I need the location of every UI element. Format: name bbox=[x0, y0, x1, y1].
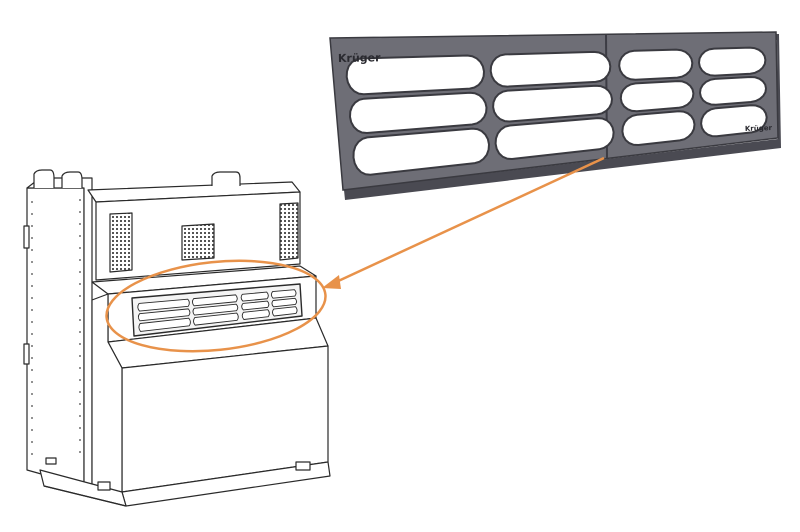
unit-grille-slot bbox=[138, 317, 191, 332]
lifting-ear-right bbox=[211, 171, 241, 186]
callout-highlight-ellipse bbox=[105, 259, 327, 353]
rivet bbox=[79, 331, 81, 333]
lifting-ear-left bbox=[33, 169, 55, 188]
cabinet-rivets bbox=[31, 199, 81, 455]
rivet bbox=[31, 429, 33, 431]
unit-grille-slot bbox=[193, 312, 239, 326]
grille-slot bbox=[492, 84, 614, 123]
unit-grille-slot bbox=[270, 289, 297, 299]
unit-grille-slots bbox=[137, 289, 298, 332]
rivet bbox=[31, 285, 33, 287]
rivet bbox=[31, 237, 33, 239]
callout-arrowhead bbox=[322, 275, 341, 289]
unit-grille-slot bbox=[241, 300, 270, 311]
cabinet-unit-illustration bbox=[23, 169, 331, 507]
base-line bbox=[43, 485, 127, 507]
rivet bbox=[31, 333, 33, 335]
rivet bbox=[31, 297, 33, 299]
rivet bbox=[79, 271, 81, 273]
grille-slot bbox=[700, 104, 768, 138]
rivet bbox=[31, 225, 33, 227]
grille-slot bbox=[621, 110, 696, 147]
rivet bbox=[31, 261, 33, 263]
rivet bbox=[79, 403, 81, 405]
grille-slot bbox=[619, 80, 695, 113]
foot-slot-2 bbox=[97, 481, 111, 491]
rivet bbox=[31, 201, 33, 203]
top-fan-mesh bbox=[181, 223, 215, 261]
grille-slot bbox=[494, 117, 615, 161]
grille-slots bbox=[345, 46, 768, 176]
grille-slot bbox=[697, 46, 767, 77]
grille-slot bbox=[618, 48, 694, 81]
rivet bbox=[79, 259, 81, 261]
grille-logo-text: Krüger bbox=[338, 51, 381, 65]
rivet bbox=[31, 321, 33, 323]
unit-grille-slot bbox=[272, 306, 298, 317]
unit-grille-slot bbox=[241, 309, 270, 320]
rivet bbox=[79, 223, 81, 225]
rivet bbox=[79, 343, 81, 345]
callout-arrow-line bbox=[333, 156, 605, 285]
foot-slot-3 bbox=[295, 461, 311, 471]
rivet bbox=[31, 249, 33, 251]
grille-slot bbox=[489, 50, 612, 88]
rivet bbox=[31, 417, 33, 419]
rivet bbox=[79, 235, 81, 237]
unit-grille-slot bbox=[192, 303, 239, 316]
rivet bbox=[31, 213, 33, 215]
rivet bbox=[31, 393, 33, 395]
side-latch-top bbox=[23, 225, 30, 249]
rivet bbox=[31, 381, 33, 383]
top-mesh-right bbox=[279, 202, 299, 261]
rivet bbox=[79, 247, 81, 249]
rivet bbox=[79, 319, 81, 321]
foot-slot-1 bbox=[45, 457, 57, 465]
unit-grille-slot bbox=[191, 294, 238, 307]
rivet bbox=[31, 369, 33, 371]
rivet bbox=[79, 415, 81, 417]
top-mesh-left bbox=[109, 212, 133, 273]
grille-slot bbox=[348, 91, 488, 135]
unit-grille-slot bbox=[240, 291, 269, 302]
rivet bbox=[31, 357, 33, 359]
grille-panel-edge bbox=[330, 34, 781, 200]
lifting-ear-left-2 bbox=[61, 171, 83, 188]
rivet bbox=[79, 283, 81, 285]
unit-grille-slot bbox=[271, 297, 298, 308]
rivet bbox=[31, 453, 33, 455]
rivet bbox=[79, 355, 81, 357]
rivet bbox=[79, 427, 81, 429]
rivet bbox=[31, 441, 33, 443]
rivet bbox=[79, 451, 81, 453]
rivet bbox=[79, 367, 81, 369]
cabinet-left-side-front bbox=[26, 187, 85, 487]
grille-panel-detail: Krüger Krüger bbox=[329, 31, 781, 200]
rivet bbox=[79, 295, 81, 297]
side-latch-bottom bbox=[23, 343, 30, 365]
rivet bbox=[31, 309, 33, 311]
rivet bbox=[31, 273, 33, 275]
rivet bbox=[79, 391, 81, 393]
rivet bbox=[79, 379, 81, 381]
rivet bbox=[31, 345, 33, 347]
callout-arrow bbox=[322, 156, 605, 289]
rivet bbox=[79, 307, 81, 309]
grille-slot bbox=[698, 75, 768, 106]
unit-grille-slot bbox=[137, 308, 191, 322]
rivet bbox=[79, 439, 81, 441]
rivet bbox=[79, 199, 81, 201]
grille-logo-text-small: Krüger bbox=[745, 124, 773, 133]
grille-slot bbox=[352, 127, 491, 176]
rivet bbox=[79, 211, 81, 213]
rivet bbox=[31, 405, 33, 407]
unit-grille-slot bbox=[137, 298, 190, 312]
grille-slot bbox=[345, 54, 486, 96]
